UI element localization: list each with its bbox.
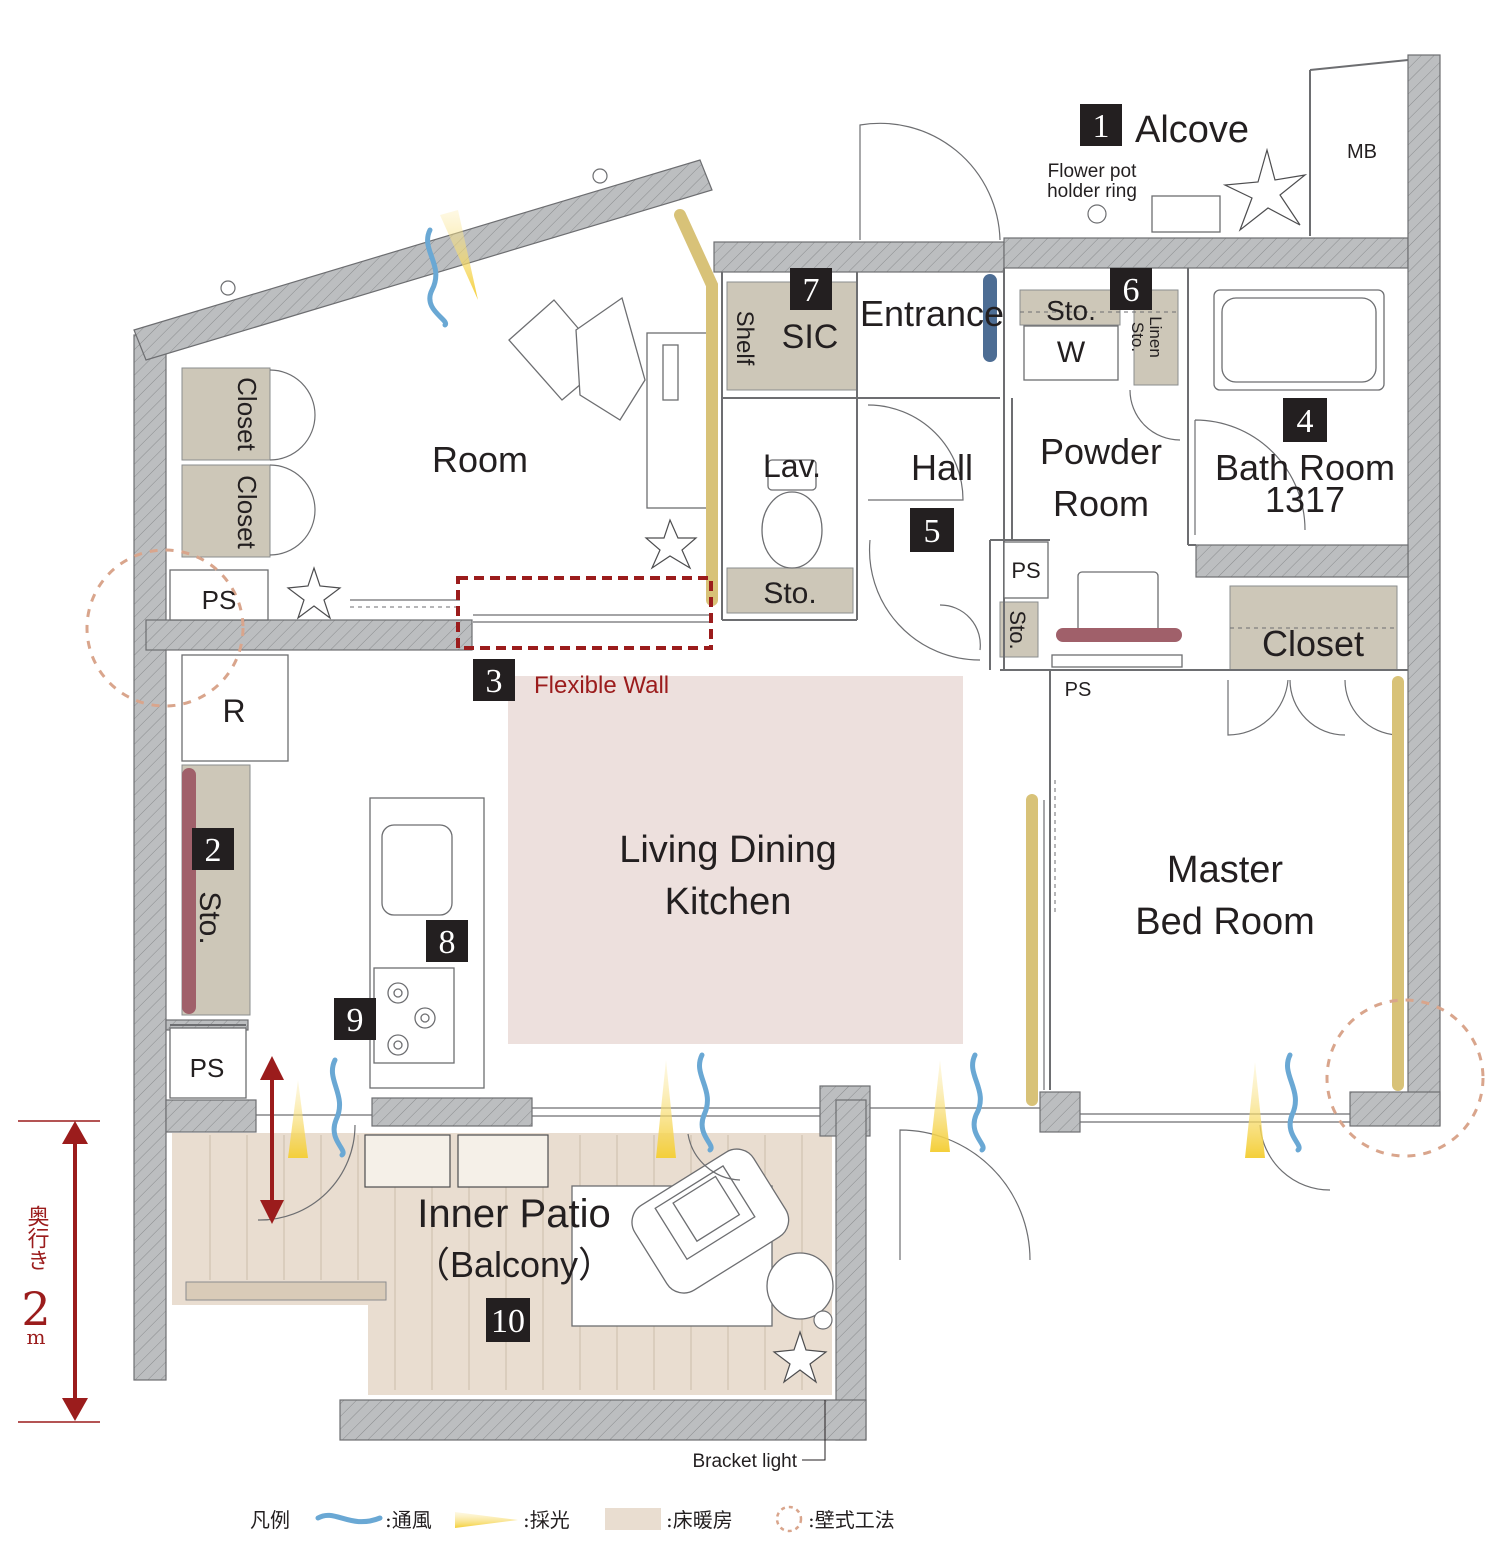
legend-light-label: :採光 (523, 1508, 570, 1532)
sliding-panels (674, 209, 1404, 1106)
hall-label: Hall (911, 447, 973, 488)
ps-3-label: PS (1065, 679, 1092, 701)
legend-light-icon (455, 1512, 518, 1528)
badge-4-label: 4 (1297, 403, 1314, 440)
walls (133, 54, 1441, 1441)
powder-storage-label: Sto. (1046, 295, 1096, 326)
legend-wind-icon (315, 1512, 383, 1525)
badge-6-label: 6 (1123, 272, 1140, 309)
legend-wall-construction-label: :壁式工法 (808, 1508, 895, 1532)
legend-wind-label: :通風 (385, 1508, 432, 1532)
badge-9-label: 9 (347, 1002, 364, 1039)
alcove-label: Alcove (1135, 109, 1249, 151)
badge-4 (1283, 398, 1327, 442)
entrance-label: Entrance (860, 293, 1004, 334)
window-sashes (256, 599, 1350, 1123)
powder-label-1: Powder (1040, 431, 1162, 472)
depth-value: 2 (21, 1282, 50, 1336)
patio-label-1: Inner Patio (417, 1192, 610, 1236)
legend-title: 凡例 (250, 1508, 290, 1532)
badge-5-label: 5 (924, 513, 941, 550)
master-label-2: Bed Room (1135, 901, 1315, 943)
r-label: R (222, 693, 245, 729)
shelf-label: Shelf (731, 311, 758, 366)
master-closet-label: Closet (1262, 623, 1364, 664)
badges: 1 2 3 4 5 6 7 8 9 10 (192, 104, 1327, 1342)
ldk-label-2: Kitchen (665, 881, 792, 923)
badge-10 (486, 1298, 530, 1342)
badge-3 (473, 659, 515, 701)
badge-2 (192, 828, 234, 870)
closet-2-label: Closet (232, 475, 262, 549)
patio-label-2: （Balcony） (414, 1244, 614, 1285)
ps-1-label: PS (202, 585, 237, 615)
badge-2-label: 2 (205, 832, 222, 869)
ldk-floor (508, 676, 963, 1044)
storage-2-label: Sto. (193, 891, 226, 944)
plants (286, 147, 1308, 1384)
bath-label-2: 1317 (1265, 479, 1345, 520)
dashed-guides (350, 311, 1397, 915)
powder-label-2: Room (1053, 483, 1149, 524)
flower-pot-label-2: holder ring (1047, 181, 1137, 202)
badge-5 (910, 508, 954, 552)
linen-label-1: Linen (1146, 316, 1165, 358)
washer-label: W (1057, 336, 1086, 369)
master-label-1: Master (1167, 849, 1283, 891)
badge-10-label: 10 (491, 1303, 525, 1340)
bath-label-1: Bath Room (1215, 447, 1395, 488)
badge-9 (334, 998, 376, 1040)
partitions (170, 59, 1409, 1090)
sic-label: SIC (782, 318, 839, 356)
bracket-light-leader (802, 1400, 826, 1461)
lav-storage-label: Sto. (763, 577, 816, 610)
closet-1-label: Closet (232, 377, 262, 451)
legend-floor-heating-icon (605, 1508, 661, 1530)
depth-label-text: 奥行き (24, 1205, 50, 1271)
ventilation-marks (329, 227, 1302, 1158)
legend-wall-construction-icon (775, 1505, 803, 1533)
badge-6 (1110, 268, 1152, 310)
ldk-label-1: Living Dining (619, 829, 837, 871)
daylight-marks (288, 210, 1265, 1158)
mb-label: MB (1347, 141, 1377, 163)
small-storage-label: Sto. (1005, 610, 1030, 649)
flexible-wall-outline (456, 576, 713, 650)
flexible-wall-label: Flexible Wall (534, 672, 669, 699)
badge-1 (1080, 104, 1122, 146)
depth-label: 奥行き 2 m (21, 1205, 50, 1349)
pot-holder-rings (220, 168, 1107, 1330)
ps-4-label: PS (190, 1053, 225, 1083)
badge-8-label: 8 (439, 924, 456, 961)
badge-3-label: 3 (486, 663, 503, 700)
badge-1-label: 1 (1093, 108, 1110, 145)
depth-arrow-outer (18, 1120, 100, 1423)
patio-step (185, 1281, 387, 1301)
badge-8 (426, 920, 468, 962)
flower-pot-label-1: Flower pot (1048, 161, 1137, 182)
bracket-light-label: Bracket light (692, 1451, 797, 1472)
room-label: Room (432, 439, 528, 480)
linen-label-2: Sto. (1128, 322, 1147, 352)
badge-7-label: 7 (803, 272, 820, 309)
badge-7 (790, 268, 832, 310)
depth-unit: m (27, 1325, 46, 1349)
fixtures (169, 195, 1385, 1327)
wall-construction-circles (85, 548, 1485, 1158)
legend: 凡例 :通風 :採光 :床暖房 :壁式工法 (250, 1505, 895, 1533)
ps-2-label: PS (1011, 558, 1040, 583)
entrance-mirror (983, 274, 997, 362)
depth-arrow-inner (260, 1056, 284, 1224)
lav-label: Lav. (763, 448, 821, 484)
room-labels: Alcove Flower pot holder ring MB Entranc… (190, 109, 1395, 1472)
legend-floor-heating-label: :床暖房 (666, 1508, 733, 1532)
